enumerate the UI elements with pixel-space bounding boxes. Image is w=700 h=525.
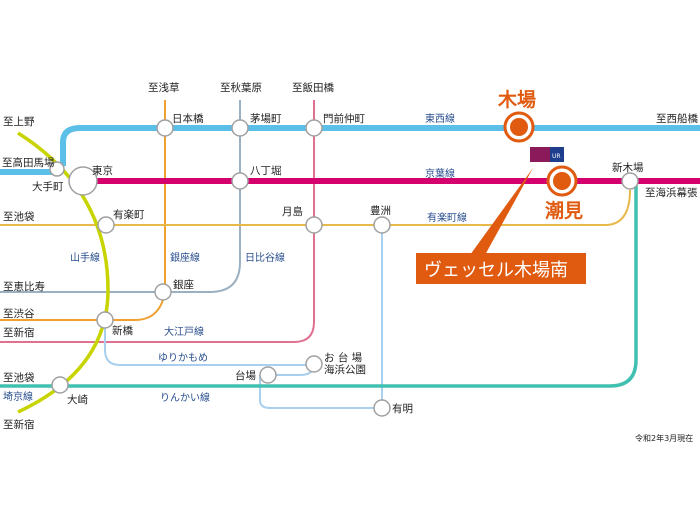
line-label-yurakucho: 有楽町線 — [427, 211, 467, 224]
dir-nishifunabashi: 至西船橋 — [656, 112, 698, 125]
dir-shibuya: 至渋谷 — [3, 307, 35, 320]
property-name: ヴェッセル木場南 — [424, 260, 568, 281]
line-label-yamanote: 山手線 — [70, 251, 100, 264]
station-shinkiba: 新木場 — [612, 161, 644, 174]
line-label-tozai: 東西線 — [425, 112, 455, 125]
line-label-ginza: 銀座線 — [170, 251, 200, 264]
kiba-marker — [503, 111, 535, 143]
dir-ueno: 至上野 — [3, 116, 35, 128]
station-odaiba: お 台 場 — [324, 351, 363, 364]
station-monzennakacho: 門前仲町 — [323, 112, 365, 125]
station-otemachi: 大手町 — [32, 180, 64, 193]
yurikamome-line — [104, 225, 383, 409]
oedo-line — [0, 100, 315, 343]
dir-shinjuku: 至新宿 — [3, 326, 35, 339]
dir-takadanobaba: 至高田馬場 — [2, 156, 55, 169]
ur-logo: UR — [530, 147, 564, 162]
shiomi-marker — [546, 165, 578, 197]
dir-iidabashi: 至飯田橋 — [292, 81, 334, 94]
station-kiba: 木場 — [497, 88, 536, 111]
dir-kaihinmakuhari: 至海浜幕張 — [645, 186, 698, 199]
station-tokyo: 東京 — [92, 164, 113, 177]
station-nihonbashi: 日本橋 — [172, 112, 204, 125]
station-osaki: 大崎 — [67, 393, 88, 406]
callout-pointer — [470, 168, 533, 255]
station-daiba: 台場 — [235, 369, 256, 382]
dir-akihabara: 至秋葉原 — [220, 81, 262, 94]
line-label-rinkai: りんかい線 — [160, 391, 210, 404]
station-tsukishima: 月島 — [282, 205, 303, 218]
yurakucho-line — [0, 189, 631, 226]
line-label-hibiya: 日比谷線 — [245, 251, 285, 264]
line-label-oedo: 大江戸線 — [164, 325, 204, 338]
station-yurakucho: 有楽町 — [113, 208, 145, 221]
station-odaiba-kaihinkoen: 海浜公園 — [324, 363, 366, 376]
station-ariake: 有明 — [392, 402, 413, 415]
rinkai-line — [0, 181, 638, 388]
station-ginza: 銀座 — [173, 278, 194, 291]
station-shiomi: 潮見 — [545, 200, 583, 222]
station-markers — [49, 119, 639, 417]
dir-ikebukuro: 至池袋 — [3, 210, 35, 223]
line-label-yurikamome: ゆりかもめ — [158, 352, 208, 364]
station-kayabacho: 茅場町 — [250, 112, 282, 125]
station-toyosu: 豊洲 — [370, 204, 391, 217]
dir-ebisu: 至恵比寿 — [3, 280, 45, 293]
station-shimbashi: 新橋 — [112, 324, 133, 337]
tozai-line — [0, 125, 700, 175]
property-label-box — [416, 253, 586, 284]
dir-ikebukuro-2: 至池袋 — [3, 371, 35, 384]
ur-logo-text: UR — [552, 153, 561, 160]
as-of-note: 令和2年3月現在 — [635, 433, 693, 443]
line-label-saikyo: 埼京線 — [3, 390, 33, 403]
line-label-keiyo: 京葉線 — [425, 167, 455, 180]
station-hatchobori: 八丁堀 — [250, 165, 282, 177]
dir-shinjuku-2: 至新宿 — [3, 418, 35, 431]
hibiya-line — [0, 100, 241, 293]
dir-asakusa: 至浅草 — [148, 81, 180, 94]
